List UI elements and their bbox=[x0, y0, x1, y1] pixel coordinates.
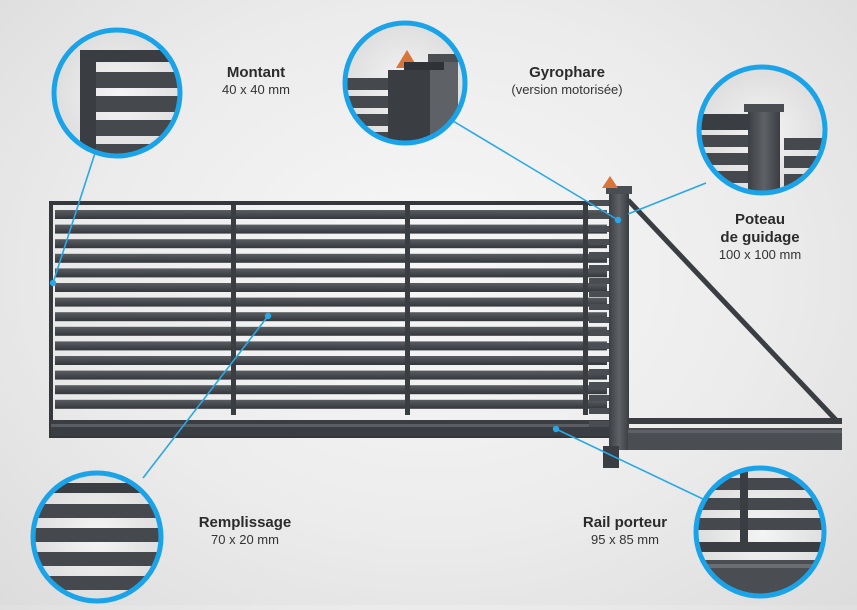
label-poteau: Poteau de guidage 100 x 100 mm bbox=[695, 211, 825, 263]
post-slat bbox=[589, 239, 611, 245]
rail-dims: 95 x 85 mm bbox=[591, 532, 659, 547]
callout-rail bbox=[693, 465, 827, 599]
poteau-title-line1: Poteau bbox=[734, 211, 785, 228]
remplissage-title: Remplissage bbox=[198, 514, 292, 531]
gate-slat bbox=[55, 268, 607, 278]
montant-dims: 40 x 40 mm bbox=[222, 82, 290, 97]
gate-slat bbox=[55, 356, 607, 365]
post-slat bbox=[589, 356, 611, 362]
gate-slat bbox=[55, 224, 607, 234]
gate bbox=[49, 176, 842, 468]
remplissage-dims: 70 x 20 mm bbox=[211, 532, 279, 547]
post-slat bbox=[589, 382, 611, 388]
callout-poteau bbox=[696, 64, 828, 196]
gate-slat bbox=[55, 312, 607, 322]
gate-slat bbox=[55, 399, 607, 409]
gate-stile bbox=[405, 205, 410, 415]
gate-slat bbox=[55, 385, 607, 395]
cantilever-brace bbox=[626, 198, 838, 422]
post-slat bbox=[589, 278, 611, 284]
gate-slat bbox=[55, 297, 607, 307]
gate-slats bbox=[55, 210, 607, 409]
post-slat bbox=[589, 265, 611, 271]
cantilever-beam bbox=[628, 418, 842, 424]
post-slat bbox=[589, 395, 611, 401]
beacon-lamp bbox=[602, 176, 618, 188]
gate-bottom-rail bbox=[51, 420, 611, 436]
callout-gyrophare bbox=[342, 20, 468, 146]
post-slat bbox=[589, 291, 611, 297]
poteau-title-line2: de guidage bbox=[720, 229, 800, 246]
label-remplissage: Remplissage 70 x 20 mm bbox=[180, 514, 310, 548]
carrying-rail bbox=[628, 428, 842, 450]
post-slat bbox=[589, 421, 611, 427]
post-slat bbox=[589, 408, 611, 414]
post-slat bbox=[589, 226, 611, 232]
poteau-dims: 100 x 100 mm bbox=[718, 247, 802, 262]
post-slat bbox=[589, 200, 611, 206]
rail-title: Rail porteur bbox=[582, 514, 668, 531]
guide-post bbox=[609, 192, 629, 450]
post-slat bbox=[589, 252, 611, 258]
label-gyrophare: Gyrophare (version motorisée) bbox=[482, 64, 652, 98]
callout-montant bbox=[51, 27, 183, 159]
gate-slat bbox=[55, 370, 607, 380]
gate-stile bbox=[583, 205, 588, 415]
gate-stile bbox=[231, 205, 236, 415]
callout-remplissage bbox=[30, 470, 164, 604]
label-rail: Rail porteur 95 x 85 mm bbox=[560, 514, 690, 548]
gate-slat bbox=[55, 283, 607, 292]
post-slat bbox=[589, 213, 611, 219]
gyrophare-title: Gyrophare bbox=[529, 64, 605, 81]
gate-slat bbox=[55, 326, 607, 336]
post-slat bbox=[589, 369, 611, 375]
gate-slat bbox=[55, 239, 607, 249]
post-slat bbox=[589, 343, 611, 349]
post-slat bbox=[589, 330, 611, 336]
post-slat bbox=[589, 304, 611, 310]
gate-slat bbox=[55, 341, 607, 351]
gate-slat bbox=[55, 253, 607, 263]
gate-slat bbox=[55, 210, 607, 219]
post-slat bbox=[589, 317, 611, 323]
gyrophare-dims: (version motorisée) bbox=[511, 82, 623, 97]
leader-lines bbox=[49, 117, 707, 501]
montant-title: Montant bbox=[226, 64, 286, 81]
label-montant: Montant 40 x 40 mm bbox=[196, 64, 316, 98]
